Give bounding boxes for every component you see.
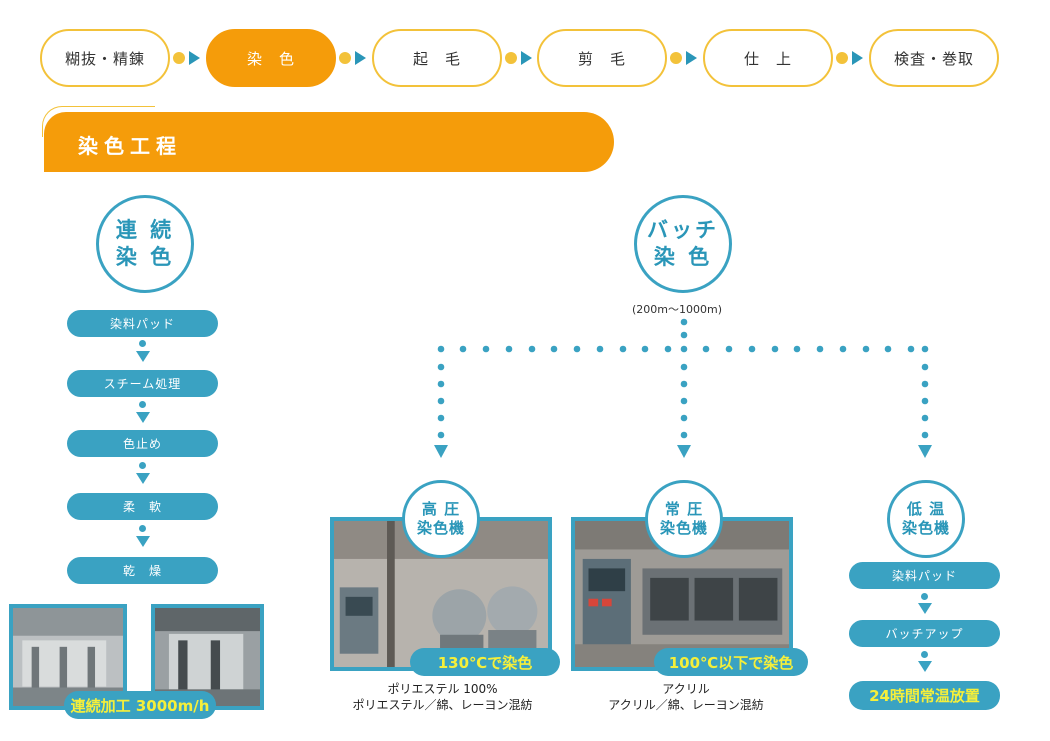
circle-title-line1: 低 温 [906,499,946,518]
step-label: 起 毛 [412,49,461,68]
circle-title-line2: 染色機 [901,519,950,537]
step-arrow-icon [505,51,532,65]
circle-title-line2: 染 色 [653,245,713,269]
flow-arrow-icon [918,603,932,614]
caption-line1: ポリエステル 100% [387,682,498,696]
flow-step-softening: 柔 軟 [67,493,218,520]
step-shearing: 剪 毛 [537,29,667,87]
high-pressure-caption: ポリエステル 100% ポリエステル／綿、レーヨン混紡 [320,681,565,713]
high-pressure-circle: 高 圧染色機 [402,480,480,558]
continuous-dyeing-circle: 連 続染 色 [96,195,194,293]
low-temp-step-rest: 24時間常温放置 [849,681,1000,710]
flow-arrow-icon [136,351,150,362]
step-inspection: 検査・巻取 [869,29,999,87]
circle-title-line1: 常 圧 [664,499,704,518]
step-dyeing: 染 色 [206,29,336,87]
flow-dot [139,525,146,532]
step-arrow-icon [173,51,200,65]
flow-step-fixing: 色止め [67,430,218,457]
flow-arrow-icon [136,536,150,547]
step-label: 糊抜・精錬 [64,49,145,68]
atmospheric-temp-badge: 100℃以下で染色 [654,648,808,676]
section-decoration [42,106,155,137]
flow-step-dye-pad: 染料パッド [67,310,218,337]
flow-dot [921,651,928,658]
atmospheric-caption: アクリル アクリル／綿、レーヨン混紡 [570,681,802,713]
step-label: 仕 上 [743,49,792,68]
flow-dot [139,340,146,347]
circle-title-line1: 連 続 [115,217,175,242]
batch-connector-lines [434,318,932,458]
flow-dot [139,462,146,469]
step-arrow-icon [836,51,863,65]
batch-length-range: (200m〜1000m) [632,303,723,316]
section-header [44,112,614,172]
step-raising: 起 毛 [372,29,502,87]
flow-arrow-icon [918,661,932,672]
batch-dyeing-circle: バッチ染 色 [634,195,732,293]
low-temp-step-rest-label: 24時間常温放置 [869,687,980,705]
step-label: 染 色 [246,49,295,68]
caption-line2: アクリル／綿、レーヨン混紡 [608,698,764,713]
flow-step-steam: スチーム処理 [67,370,218,397]
step-desizing: 糊抜・精錬 [40,29,170,87]
step-label: 検査・巻取 [893,49,974,68]
step-finishing: 仕 上 [703,29,833,87]
circle-title-line1: 高 圧 [421,499,461,518]
section-title: 染色工程 [78,134,182,158]
step-arrow-icon [339,51,366,65]
circle-title-line2: 染 色 [115,245,175,269]
step-label: 剪 毛 [577,49,626,68]
step-arrow-icon [670,51,697,65]
caption-line1: アクリル [662,682,710,696]
caption-line2: ポリエステル／綿、レーヨン混紡 [352,698,533,713]
high-pressure-temp-badge: 130℃で染色 [410,648,560,676]
continuous-speed-badge: 連続加工 3000m/h [64,691,216,719]
low-temperature-circle: 低 温染色機 [887,480,965,558]
flow-dot [921,593,928,600]
circle-title-line2: 染色機 [659,519,708,537]
circle-title-line1: バッチ [647,217,719,242]
continuous-machine-photo-1 [9,604,127,710]
flow-step-drying: 乾 燥 [67,557,218,584]
atmospheric-circle: 常 圧染色機 [645,480,723,558]
flow-dot [139,401,146,408]
flow-arrow-icon [136,473,150,484]
circle-title-line2: 染色機 [416,519,465,537]
low-temp-step-batch-up: バッチアップ [849,620,1000,647]
flow-arrow-icon [136,412,150,423]
low-temp-step-dye-pad: 染料パッド [849,562,1000,589]
